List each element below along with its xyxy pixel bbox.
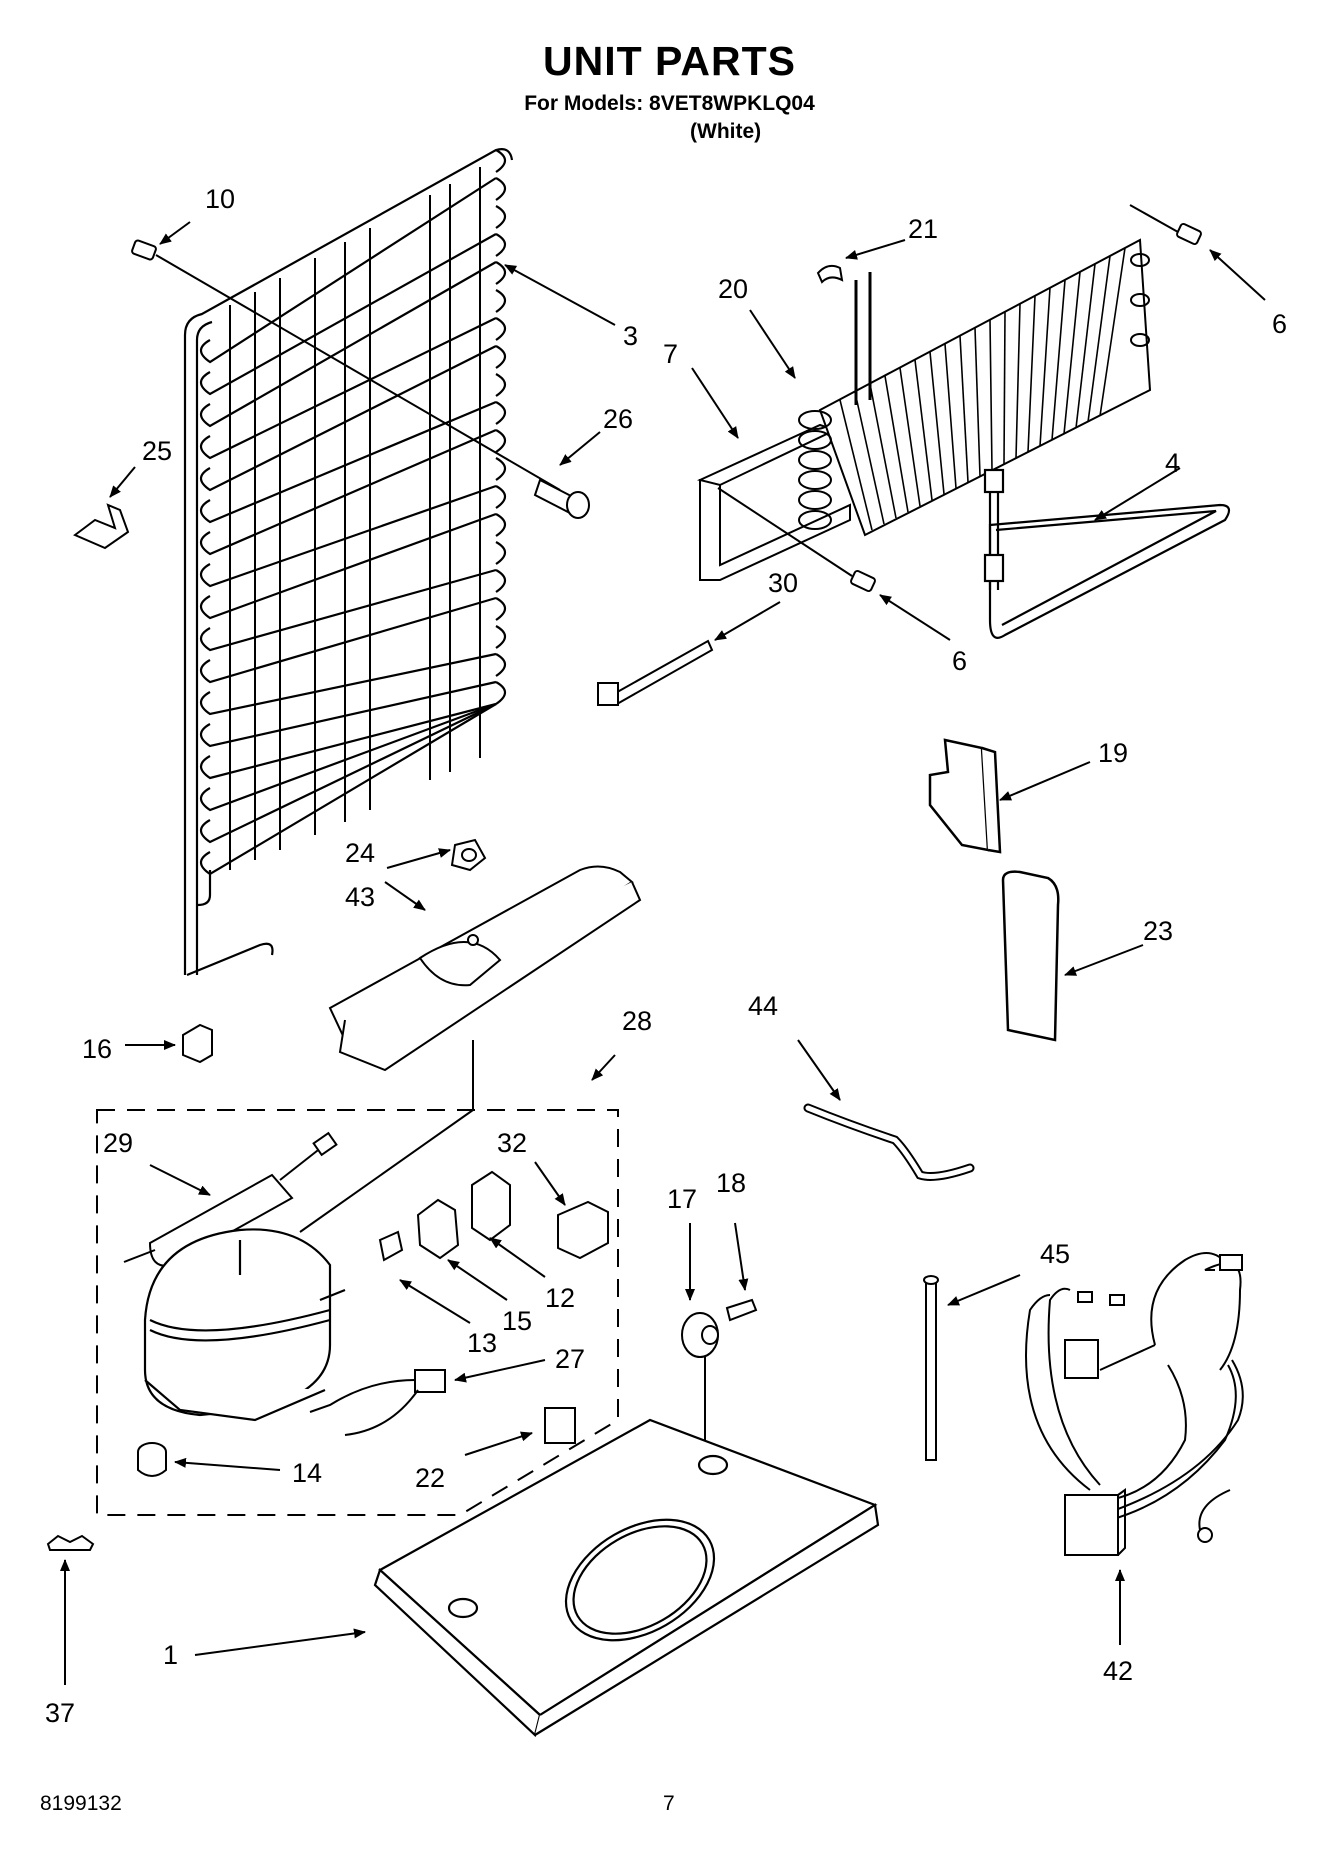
callout-label: 37 bbox=[45, 1698, 75, 1728]
callout-label: 26 bbox=[603, 404, 633, 434]
callout-label: 17 bbox=[667, 1184, 697, 1214]
foam-19 bbox=[928, 738, 1002, 854]
capacitor-32 bbox=[557, 1200, 609, 1260]
callout-label: 29 bbox=[103, 1128, 133, 1158]
screw-18 bbox=[725, 1298, 758, 1322]
clip-16 bbox=[182, 1023, 213, 1064]
callout-label: 19 bbox=[1098, 738, 1128, 768]
callout-label: 27 bbox=[555, 1344, 585, 1374]
callout-label: 23 bbox=[1143, 916, 1173, 946]
callout-label: 30 bbox=[768, 568, 798, 598]
callout-label: 10 bbox=[205, 184, 235, 214]
foam-23 bbox=[1001, 870, 1060, 1042]
nut-24 bbox=[450, 838, 487, 872]
callout-label: 20 bbox=[718, 274, 748, 304]
callout-label: 18 bbox=[716, 1168, 746, 1198]
filter-drier bbox=[123, 1131, 338, 1267]
page-number: 7 bbox=[663, 1792, 675, 1815]
screw-10 bbox=[131, 239, 561, 491]
drain-pan bbox=[328, 865, 642, 1072]
overload-13 bbox=[378, 1230, 404, 1262]
callout-label: 22 bbox=[415, 1463, 445, 1493]
callout-label: 25 bbox=[142, 436, 172, 466]
callout-label: 7 bbox=[663, 339, 678, 369]
screw-6-mid bbox=[717, 487, 876, 593]
cable-tie-30 bbox=[597, 639, 714, 706]
relay-15 bbox=[416, 1198, 460, 1260]
callout-label: 12 bbox=[545, 1283, 575, 1313]
callout-label: 6 bbox=[1272, 309, 1287, 339]
base-tray bbox=[373, 1418, 880, 1738]
callout-label: 13 bbox=[467, 1328, 497, 1358]
screw-6-top bbox=[1129, 204, 1202, 246]
callout-label: 45 bbox=[1040, 1239, 1070, 1269]
callout-label: 42 bbox=[1103, 1656, 1133, 1686]
pin-45 bbox=[923, 1275, 939, 1461]
harness-27 bbox=[309, 1369, 446, 1436]
condenser-coil bbox=[183, 148, 514, 977]
wire-harness bbox=[1025, 1252, 1244, 1556]
callout-label: 24 bbox=[345, 838, 375, 868]
callout-label: 28 bbox=[622, 1006, 652, 1036]
callout-label: 32 bbox=[497, 1128, 527, 1158]
callout-label: 44 bbox=[748, 991, 778, 1021]
page-title: UNIT PARTS bbox=[543, 38, 796, 84]
callout-label: 21 bbox=[908, 214, 938, 244]
cover-12 bbox=[471, 1170, 511, 1242]
clip-21 bbox=[816, 264, 844, 284]
callout-label: 14 bbox=[292, 1458, 322, 1488]
callout-label: 1 bbox=[163, 1640, 178, 1670]
compressor bbox=[143, 1228, 346, 1422]
connector-22 bbox=[544, 1407, 576, 1444]
grommet-26 bbox=[533, 478, 590, 519]
callout-label: 4 bbox=[1165, 448, 1180, 478]
grommet-14 bbox=[137, 1442, 167, 1477]
color-line: (White) bbox=[690, 120, 762, 143]
clip-25 bbox=[73, 503, 130, 550]
callout-label: 15 bbox=[502, 1306, 532, 1336]
evaporator bbox=[696, 238, 1152, 581]
defrost-heater bbox=[983, 468, 1231, 639]
callout-label: 6 bbox=[952, 646, 967, 676]
roller-17 bbox=[681, 1312, 719, 1358]
clip-37 bbox=[46, 1534, 95, 1551]
models-line: For Models: 8VET8WPKLQ04 bbox=[524, 92, 815, 115]
callout-label: 16 bbox=[82, 1034, 112, 1064]
callout-label: 3 bbox=[623, 321, 638, 351]
document-number: 8199132 bbox=[40, 1792, 122, 1815]
compressor-kit-outline bbox=[96, 1109, 619, 1516]
callout-label: 43 bbox=[345, 882, 375, 912]
